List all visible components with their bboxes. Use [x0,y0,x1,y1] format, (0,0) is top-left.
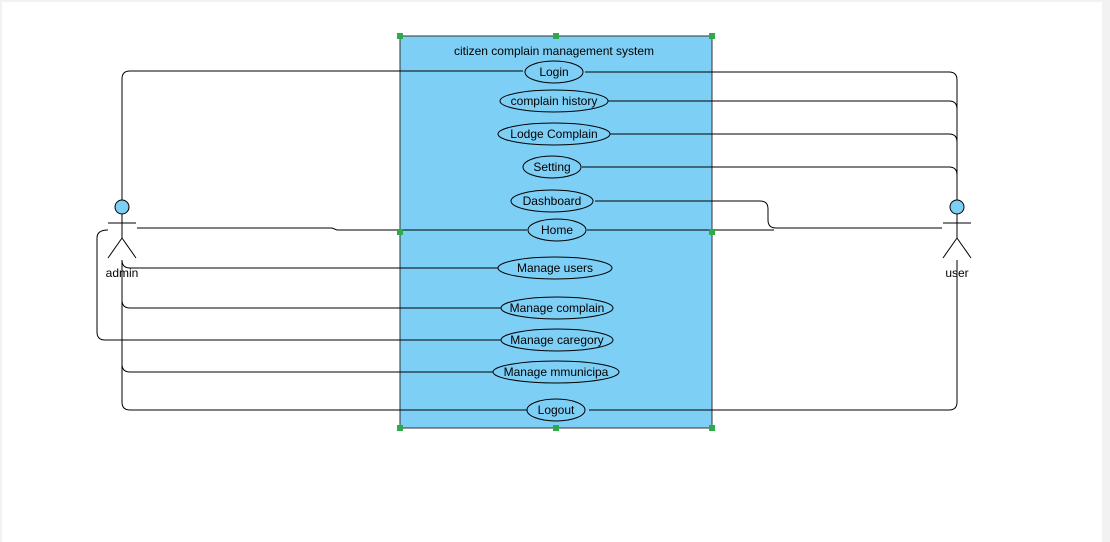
assoc-admin-manage-caregory [96,229,501,341]
use-case-setting[interactable]: Setting [522,155,582,179]
actor-user-label: user [945,266,968,280]
resize-handle-bottom-left[interactable] [397,425,403,431]
use-case-label: Setting [533,160,570,174]
resize-handle-top-left[interactable] [397,33,403,39]
assoc-user-complain-history [608,100,958,200]
assoc-user-dashboard [595,200,942,229]
use-case-home[interactable]: Home [527,218,587,242]
use-case-lodge-complain[interactable]: Lodge Complain [497,122,611,146]
use-case-complain-history[interactable]: complain history [499,89,609,113]
use-case-manage-mmunicipa[interactable]: Manage mmunicipa [492,360,620,384]
associations [96,70,958,411]
system-title: citizen complain management system [454,44,654,58]
selection-handles [397,33,715,431]
use-case-manage-complain[interactable]: Manage complain [500,296,614,320]
use-case-label: Manage mmunicipa [504,365,609,379]
assoc-user-lodge-complain [610,133,958,200]
use-case-label: Manage caregory [510,333,603,347]
use-case-login[interactable]: Login [524,60,584,84]
assoc-admin-login [121,70,523,200]
use-case-label: Home [541,223,573,237]
use-case-manage-users[interactable]: Manage users [497,256,613,280]
use-case-manage-caregory[interactable]: Manage caregory [500,328,614,352]
use-case-label: Manage users [517,261,593,275]
use-case-label: Manage complain [510,301,605,315]
actor-head [114,199,130,215]
use-case-label: Lodge Complain [510,127,597,141]
assoc-admin-home [137,227,527,231]
use-case-logout[interactable]: Logout [526,398,586,422]
resize-handle-middle-right[interactable] [709,229,715,235]
actor-admin-label: admin [106,266,139,280]
actor-user[interactable] [942,199,972,259]
use-case-dashboard[interactable]: Dashboard [510,189,594,213]
resize-handle-middle-left[interactable] [397,229,403,235]
assoc-user-setting [582,166,958,200]
use-case-label: Dashboard [523,194,582,208]
use-case-label: complain history [511,94,598,108]
actor-head [949,199,965,215]
use-cases: Login complain history Lodge Complain Se… [492,60,620,422]
assoc-user-login [585,71,958,200]
resize-handle-bottom-middle[interactable] [553,425,559,431]
assoc-user-logout [589,260,958,411]
actor-admin[interactable] [107,199,137,259]
assoc-admin-logout [121,260,527,411]
use-case-label: Logout [538,403,575,417]
resize-handle-top-right[interactable] [709,33,715,39]
resize-handle-bottom-right[interactable] [709,425,715,431]
use-case-label: Login [539,65,568,79]
resize-handle-top-middle[interactable] [553,33,559,39]
